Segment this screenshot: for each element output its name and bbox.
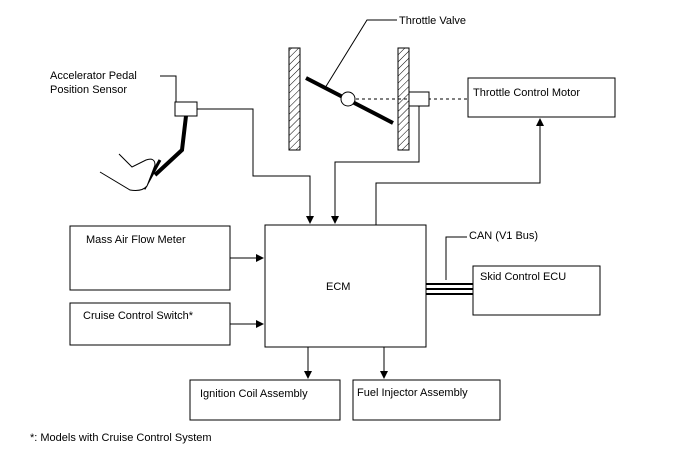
- ecm-label: ECM: [326, 281, 350, 293]
- ecm-to-throttle-motor-line: [375, 118, 544, 225]
- throttle-control-motor-box: [467, 77, 616, 118]
- throttle-valve-label: Throttle Valve: [399, 15, 466, 27]
- throttle-control-motor-label: Throttle Control Motor: [473, 87, 580, 99]
- accel-sensor-to-ecm-line: [197, 108, 314, 224]
- driver-foot-shoe: [99, 153, 156, 191]
- cruise-control-switch-label: Cruise Control Switch*: [83, 310, 194, 322]
- can-bus-label: CAN (V1 Bus): [469, 230, 538, 242]
- throttle-position-sensor: [408, 91, 430, 107]
- cruise-control-switch-box: [69, 302, 231, 346]
- fuel-injector-assembly-box: [352, 379, 501, 421]
- ignition-coil-assembly-label: Ignition Coil Assembly: [200, 388, 308, 400]
- fuel-injector-assembly-label: Fuel Injector Assembly: [357, 387, 468, 399]
- mass-air-flow-meter-label: Mass Air Flow Meter: [86, 234, 186, 246]
- throttle-valve-shaft: [340, 91, 356, 107]
- accelerator-pedal-arm: [153, 115, 188, 177]
- accelerator-pedal-label-line1: Accelerator Pedal: [50, 70, 137, 82]
- accelerator-pedal-leader: [160, 75, 177, 104]
- accelerator-pedal-label-line2: Position Sensor: [50, 84, 127, 96]
- throttle-body-left-wall: [288, 47, 301, 151]
- ignition-coil-assembly-box: [189, 379, 341, 421]
- skid-control-ecu-label: Skid Control ECU: [480, 271, 566, 283]
- ecm-box: [264, 224, 427, 348]
- mass-air-flow-meter-box: [69, 225, 231, 291]
- can-bus-leader: [445, 236, 467, 280]
- throttle-valve-leader: [324, 19, 397, 89]
- skid-control-ecu-box: [472, 265, 601, 316]
- accelerator-pedal-sensor: [174, 101, 198, 117]
- throttle-sensor-to-ecm-line: [331, 106, 420, 224]
- footnote: *: Models with Cruise Control System: [30, 432, 212, 444]
